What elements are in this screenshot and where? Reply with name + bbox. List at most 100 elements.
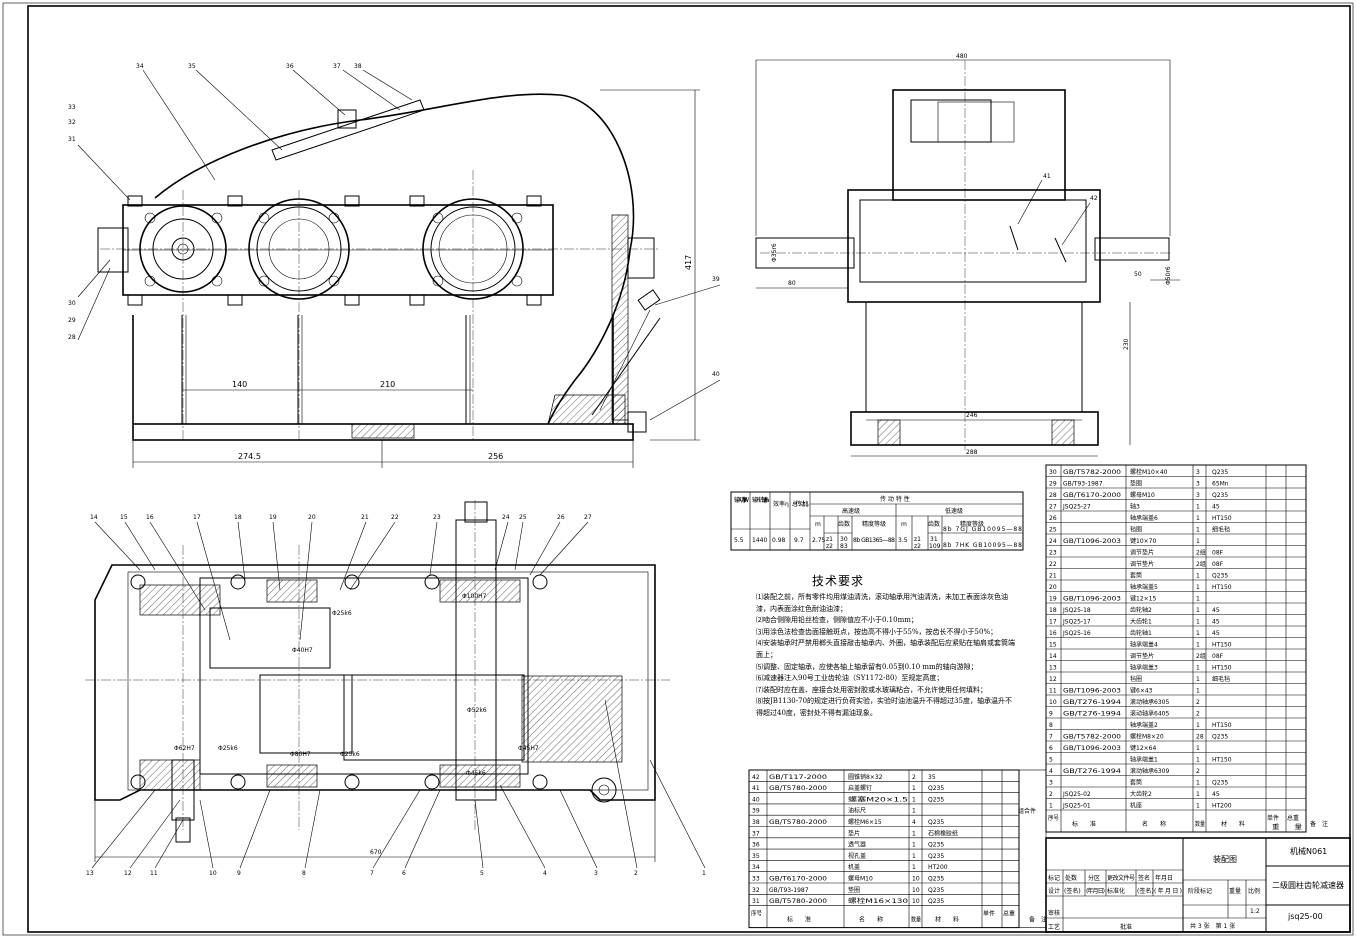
svg-text:8b 7GJ GB10095—88: 8b 7GJ GB10095—88 <box>943 526 1022 533</box>
bom-row-name: 轴3 <box>1130 503 1140 511</box>
balloon-37: 37 <box>333 63 341 70</box>
bom-row-no: 34 <box>752 864 760 871</box>
bom-row-qty: 1 <box>912 842 916 849</box>
svg-text:效率η: 效率η <box>773 500 789 508</box>
bom-row-material: HT150 <box>1212 642 1232 649</box>
bom-row-name: 油标尺 <box>848 807 866 815</box>
tech-line-5: ⑸调整、固定轴承，应使各轴上轴承留有0.05到0.10 mm的轴向游隙； <box>756 662 978 671</box>
bom-row-material: 细毛毡 <box>1212 675 1230 683</box>
bom-row-qty: 3 <box>1196 469 1200 476</box>
assembly-name: 二级圆柱齿轮减速器 <box>1272 880 1344 890</box>
svg-text:处数: 处数 <box>1065 874 1077 882</box>
dim-80: 80 <box>788 280 796 287</box>
bom-row-material: 08F <box>1212 653 1224 660</box>
dim-phi25k6-c: Φ25k6 <box>340 751 360 758</box>
balloon-35: 35 <box>188 63 196 70</box>
bom-row-no: 38 <box>752 819 760 826</box>
scale-value: 1:2 <box>1250 908 1260 915</box>
bom-row-no: 6 <box>1049 745 1053 752</box>
svg-text:31: 31 <box>930 536 938 543</box>
bom-row-qty: 4 <box>912 819 916 826</box>
bom-row-material: 08F <box>1212 550 1224 557</box>
dim-phi45k6: Φ45k6 <box>466 770 486 777</box>
svg-text:8: 8 <box>302 870 306 877</box>
bom-row-name: 螺母M10 <box>1130 491 1155 499</box>
bom-row-material: Q235 <box>928 876 944 883</box>
balloon-41: 41 <box>1043 173 1051 180</box>
bom-header-no: 序号 <box>751 910 762 918</box>
bom-row-material: HT150 <box>1212 515 1232 522</box>
svg-text:齿数: 齿数 <box>928 520 940 528</box>
bom-row-material: HT150 <box>1212 665 1232 672</box>
svg-text:18: 18 <box>234 514 242 521</box>
balloon-39: 39 <box>712 276 720 283</box>
bom-row-name: 轴承端盖1 <box>1130 756 1158 764</box>
svg-text:更改文件号: 更改文件号 <box>1107 874 1135 882</box>
svg-text:10: 10 <box>209 870 217 877</box>
title-block: 装配图 机械N061 二级圆柱齿轮减速器 jsq25-00 1:2 共 3 张 … <box>1045 837 1351 933</box>
plan-view <box>85 500 706 869</box>
svg-text:3.5: 3.5 <box>898 537 908 544</box>
bom-row-material: Q235 <box>928 853 944 860</box>
bom-header-std: 标 准 <box>787 916 811 924</box>
bom-row-material: Q235 <box>1212 573 1228 580</box>
bom-row-no: 12 <box>1049 676 1057 683</box>
svg-text:109: 109 <box>929 543 941 550</box>
svg-text:15: 15 <box>120 514 128 521</box>
svg-text:(年月日): (年月日) <box>1086 887 1105 895</box>
svg-text:签名: 签名 <box>1138 874 1150 882</box>
svg-text:8b 7HK GB10095—88: 8b 7HK GB10095—88 <box>943 542 1022 549</box>
tech-line-6: ⑹减速器注入90号工业齿轮油（SY1172-80）至规定高度； <box>756 674 944 683</box>
svg-text:9.7: 9.7 <box>794 537 804 544</box>
bom-row-standard: GB/T93-1987 <box>1063 481 1103 488</box>
bom-row-material: Q235 <box>928 842 944 849</box>
bom-row-standard: GB/T1096-2003 <box>1063 596 1121 603</box>
bom-row-no: 19 <box>1049 596 1057 603</box>
svg-text:83: 83 <box>840 543 848 550</box>
bom-row-standard: GB/T1096-2003 <box>1063 745 1121 752</box>
bom-row-no: 26 <box>1049 515 1057 522</box>
svg-text:27: 27 <box>584 514 592 521</box>
bom-row-standard: GB/T93-1987 <box>769 887 809 894</box>
bom-row-material: 45 <box>1212 791 1220 798</box>
dim-phi25k6-a: Φ25k6 <box>332 610 352 617</box>
bom-row-qty: 10 <box>912 898 920 905</box>
bom-row-no: 20 <box>1049 584 1057 591</box>
bom-row-no: 24 <box>1049 538 1057 545</box>
bom-row-name: 滚动轴承6405 <box>1130 710 1169 718</box>
bom-row-no: 40 <box>752 796 760 803</box>
tech-line-7: ⑺装配时应在盖、座接合处用密封胶或水玻璃粘合，不允许使用任何填料； <box>756 685 987 694</box>
svg-text:17: 17 <box>193 514 201 521</box>
svg-text:5.5: 5.5 <box>734 537 744 544</box>
svg-text:重量: 重量 <box>1229 887 1241 895</box>
bom-row-qty: 1 <box>1196 688 1200 695</box>
bom-row-name: 套筒 <box>1130 572 1142 580</box>
svg-text:26: 26 <box>557 514 565 521</box>
svg-text:分区: 分区 <box>1088 874 1100 882</box>
svg-text:z2: z2 <box>914 543 921 550</box>
bom-row-qty: 1 <box>1196 538 1200 545</box>
bom-row-no: 11 <box>1049 688 1057 695</box>
bom-row-no: 4 <box>1049 768 1053 775</box>
bom-row-material: 45 <box>1212 619 1220 626</box>
svg-text:标准化: 标准化 <box>1107 887 1125 895</box>
bom-row-qty: 1 <box>1196 803 1200 810</box>
svg-text:高速级: 高速级 <box>842 507 860 515</box>
bom-row-name: 键6×43 <box>1130 687 1153 695</box>
balloon-40: 40 <box>712 371 720 378</box>
transmission-table: 传 动 特 性 高速级 低速级 输入功率/kW 输入转速r/min 效率η 总传… <box>730 491 1024 551</box>
bom-row-qty: 2 <box>1196 699 1200 706</box>
bom-row-material: 45 <box>1212 630 1220 637</box>
bom-row-qty: 1 <box>912 853 916 860</box>
bom-row-standard: GB/T276-1994 <box>1063 699 1121 706</box>
bom-row-no: 23 <box>1049 550 1057 557</box>
bom-row-name: 螺栓M8×20 <box>1130 733 1164 741</box>
bom-row-material: HT200 <box>1212 803 1232 810</box>
bom-row-name: 大齿轮2 <box>1130 790 1152 798</box>
drawing-code: jsq25-00 <box>1287 912 1323 921</box>
bom-row-material: 65Mn <box>1212 481 1229 488</box>
svg-text:年月日: 年月日 <box>1155 874 1173 882</box>
bom-row-material: HT150 <box>1212 757 1232 764</box>
